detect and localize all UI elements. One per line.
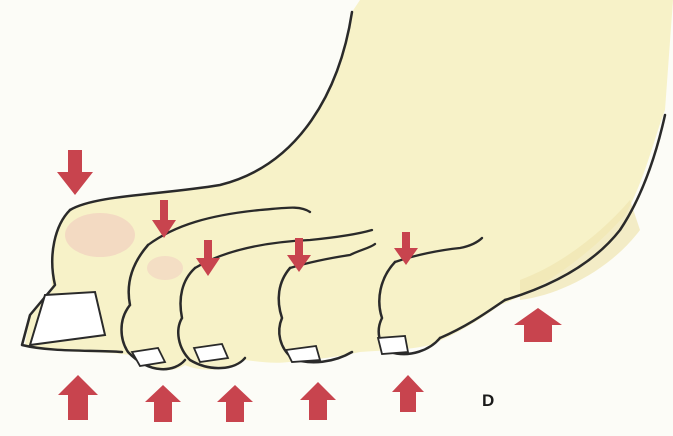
- foot-body: [25, 0, 673, 370]
- arrow-up-5: [392, 375, 424, 412]
- toe-2-nail: [132, 348, 165, 366]
- arrow-up-4: [300, 382, 336, 420]
- arrow-up-6: [514, 308, 562, 342]
- arrow-down-1: [57, 150, 93, 195]
- toe2-blush: [147, 256, 183, 280]
- big-toe-blush: [65, 213, 135, 257]
- arrow-up-2: [145, 385, 181, 422]
- arrow-up-1: [58, 375, 98, 420]
- toe-5-nail: [378, 336, 408, 354]
- panel-label: D: [482, 392, 494, 409]
- toe-3-nail: [194, 344, 228, 362]
- arrow-up-3: [217, 385, 253, 422]
